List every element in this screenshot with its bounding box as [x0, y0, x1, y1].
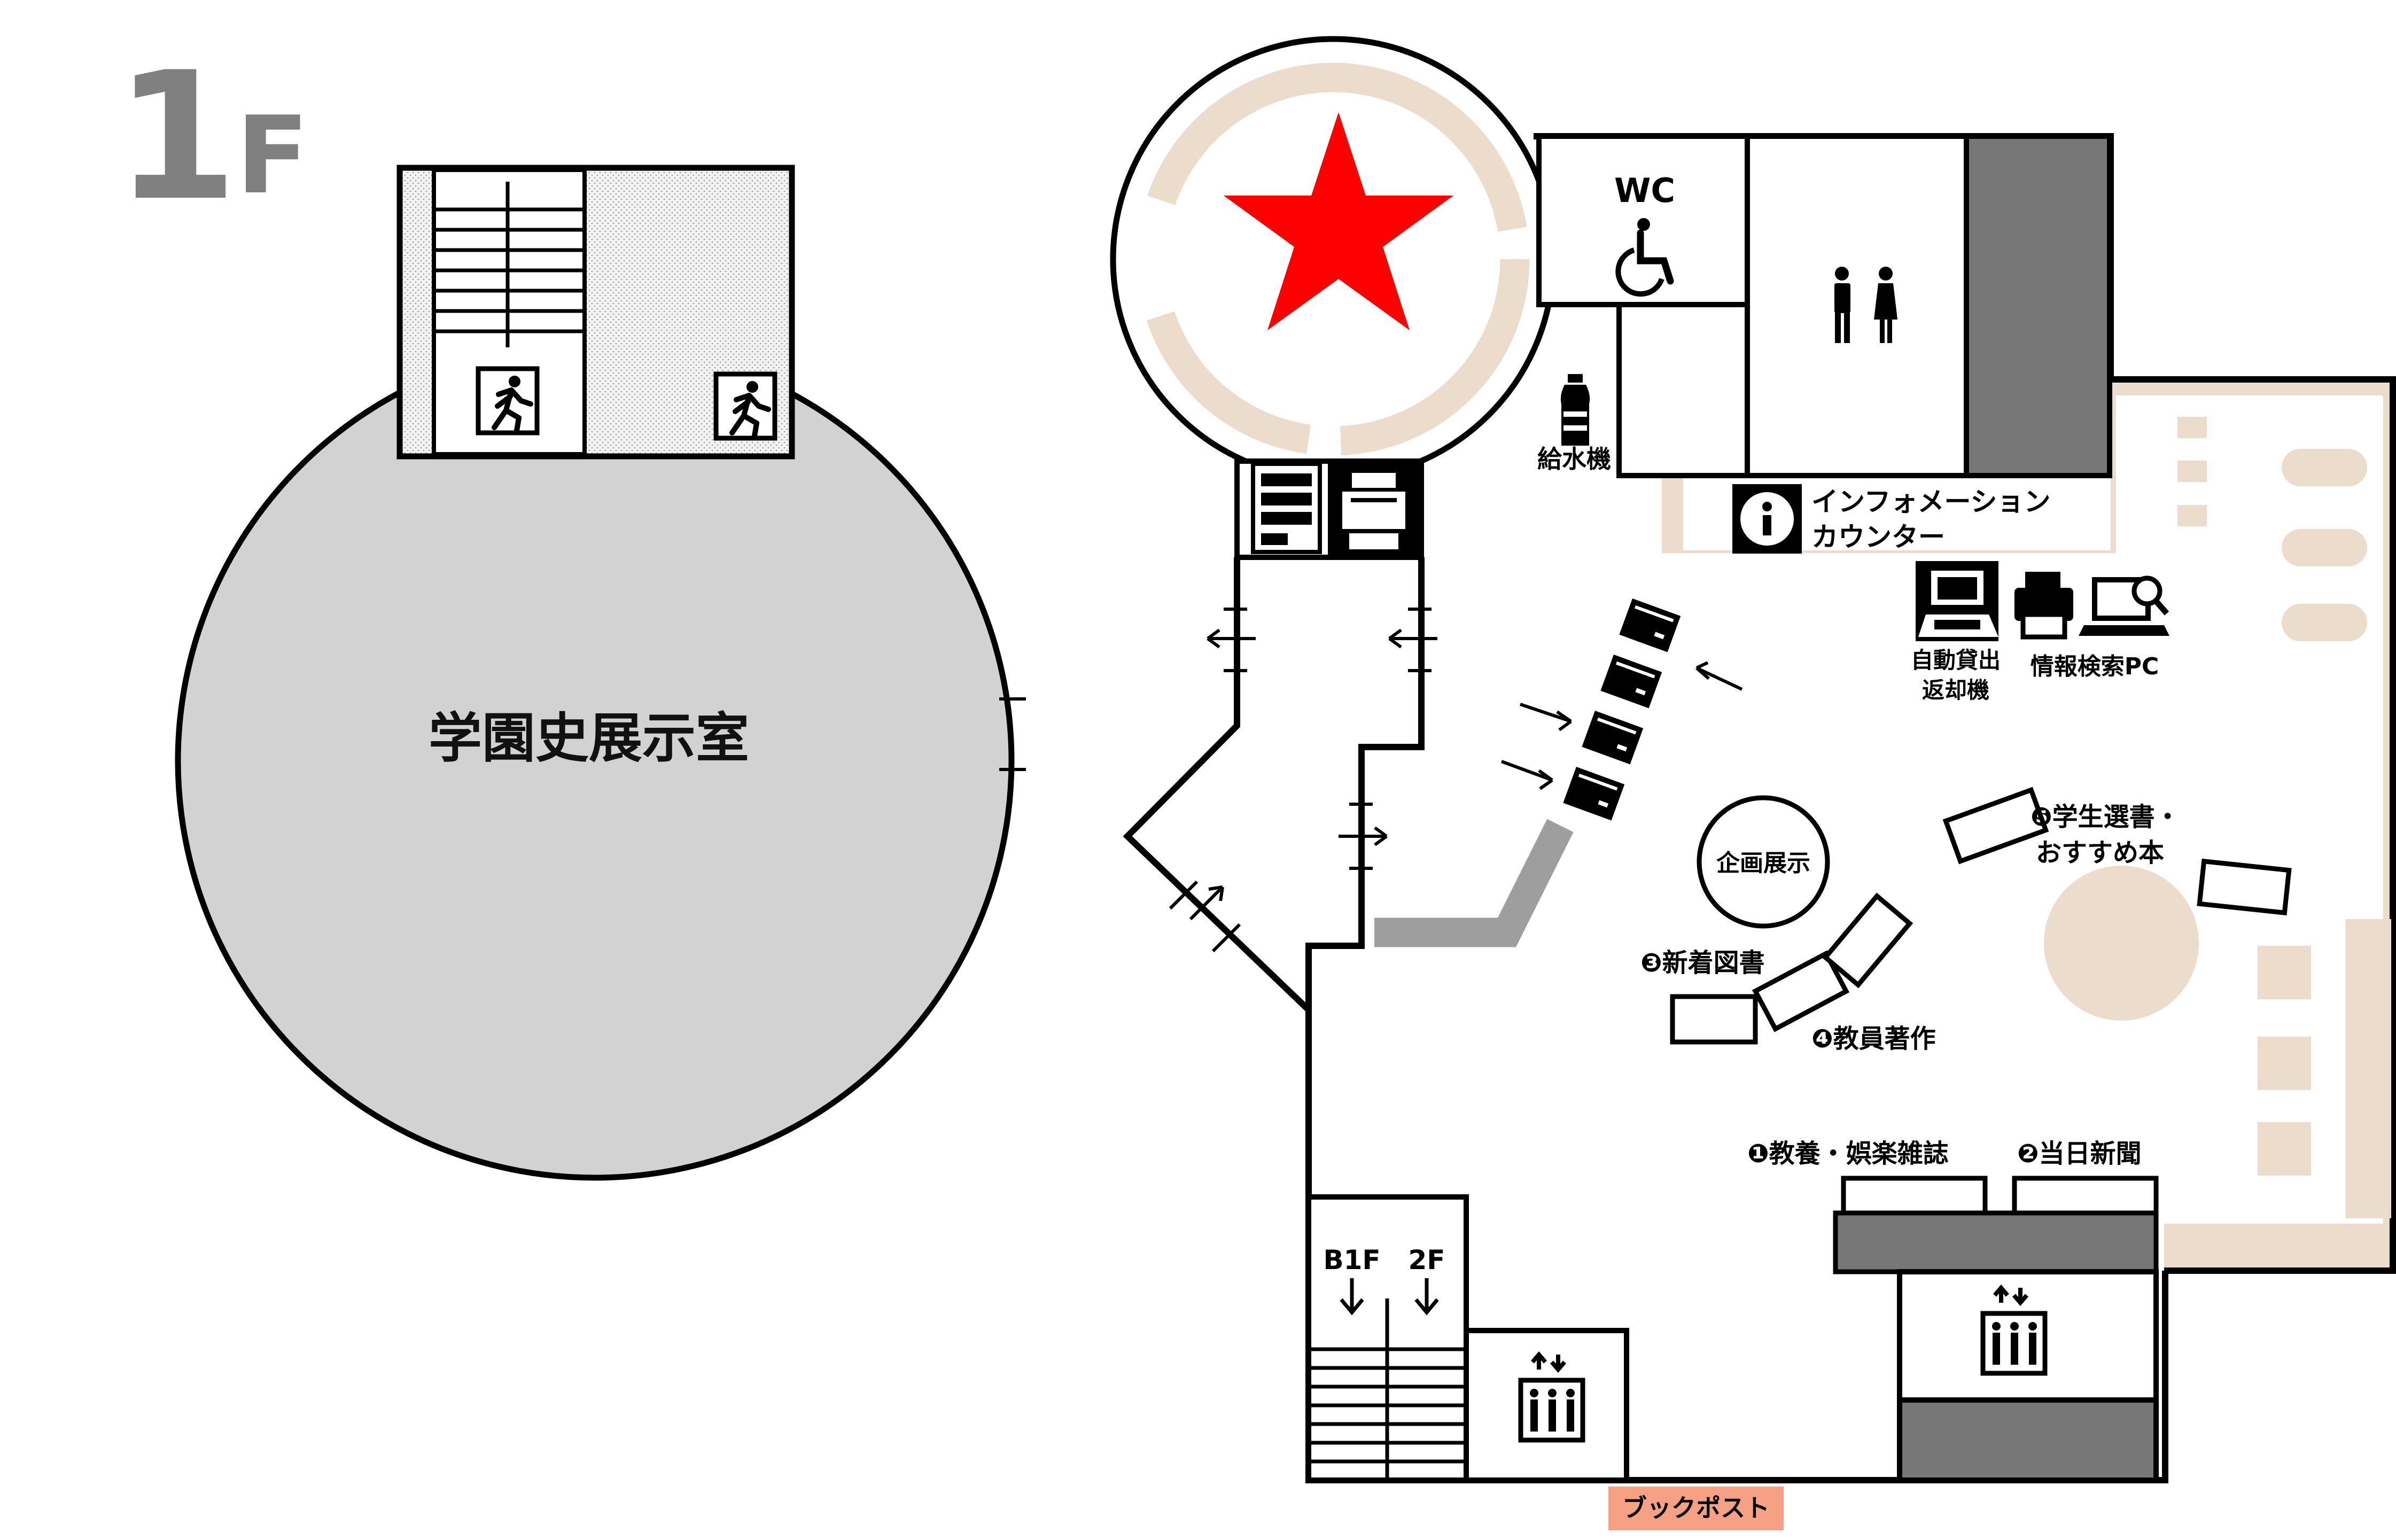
library-floor: WC 給水機 [1110, 36, 2396, 1530]
self-checkout-label-line1: 自動貸出 [1911, 647, 2001, 673]
floor-number: 1 [115, 34, 238, 239]
wc-label: WC [1614, 171, 1675, 210]
reading-seats [2044, 417, 2391, 1218]
exit-arrow-icon [1208, 630, 1256, 647]
magazine-counter [1833, 1210, 2159, 1274]
current-location-star-icon [1224, 112, 1453, 330]
water-dispenser-label: 給水機 [1537, 445, 1611, 473]
exit-arrow-icon [1389, 630, 1437, 647]
self-checkout-icon [1916, 561, 1998, 641]
gate-arrows [1500, 661, 1743, 790]
book-post-label: ブックポスト [1622, 1494, 1770, 1522]
faculty-works-label: ❹教員著作 [1811, 1024, 1936, 1054]
stairs-2f-label: 2F [1409, 1245, 1445, 1275]
side-door [999, 697, 1026, 771]
security-gates [1563, 598, 1681, 821]
exhibition-label: 企画展示 [1716, 850, 1810, 877]
student-picks-label-line1: ❺学生選書・ [2031, 802, 2181, 832]
info-counter-label-line1: インフォメーション [1811, 486, 2051, 517]
self-checkout-label-line2: 返却機 [1922, 677, 1989, 703]
history-room-label: 学園史展示室 [429, 707, 749, 769]
search-pc-icon [2079, 575, 2169, 636]
printer-icon [2014, 572, 2073, 640]
student-picks-label-line2: おすすめ本 [2036, 838, 2164, 868]
book-post [1608, 1487, 1784, 1530]
student-picks-shelf [1942, 787, 2292, 916]
emergency-exit-icon [478, 369, 537, 433]
new-books-shelf [1670, 892, 1913, 1045]
diagonal-door [1169, 880, 1241, 953]
newspaper-shelf [2012, 1176, 2159, 1216]
magazine-shelf [1841, 1176, 1988, 1216]
vending-machine-icon [1251, 462, 1322, 554]
newspapers-label: ❷当日新聞 [2017, 1139, 2142, 1169]
wheelchair-icon [1615, 218, 1674, 297]
info-counter-label-line2: カウンター [1811, 522, 1945, 553]
water-bottle-icon [1560, 374, 1590, 446]
new-books-label: ❸新着図書 [1640, 948, 1765, 978]
history-exhibition-hall: 学園史展示室 [175, 165, 1026, 1181]
info-icon [1732, 484, 1802, 554]
stairs-up-arrow-icon [1414, 1278, 1439, 1316]
copier-icon [1328, 464, 1420, 555]
stairs-b1f-label: B1F [1323, 1245, 1380, 1275]
stairs-down-arrow-icon [1340, 1278, 1364, 1316]
floor-unit: F [236, 94, 309, 218]
opac-label: 情報検索PC [2031, 653, 2159, 680]
emergency-exit-icon [716, 374, 775, 438]
restroom-icon [1834, 267, 1897, 343]
magazines-label: ❶教養・娯楽雑誌 [1747, 1139, 1949, 1169]
